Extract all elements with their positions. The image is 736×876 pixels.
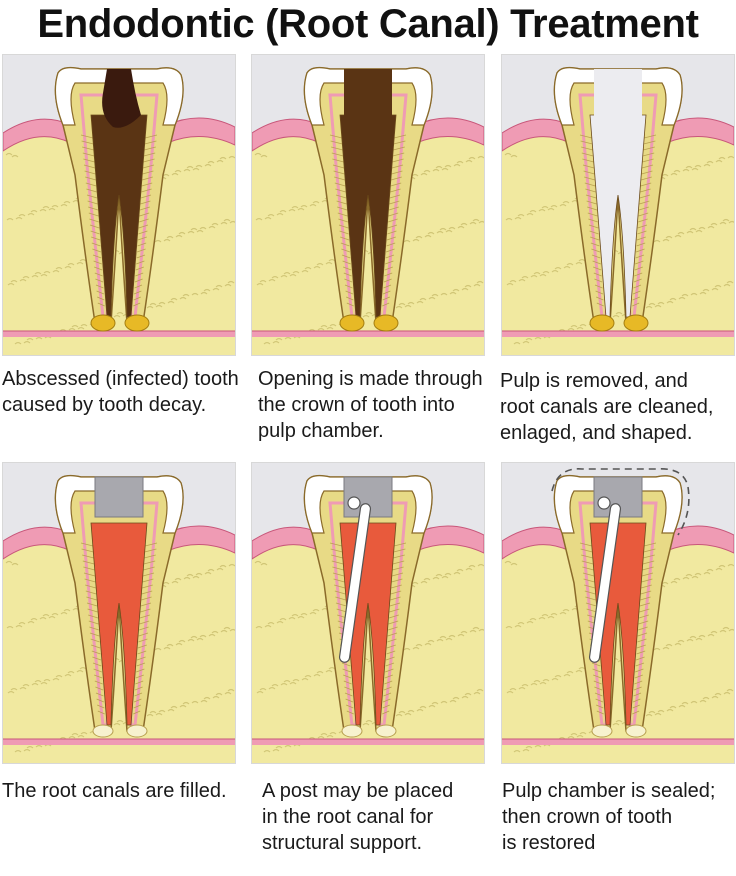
caption-line: the crown of tooth into: [258, 394, 455, 416]
gum-line-bottom: [502, 739, 734, 745]
caption-step-5: A post may be placed in the root canal f…: [262, 778, 502, 856]
gum-right: [166, 525, 235, 554]
dentin-tubules: [579, 134, 657, 307]
gum-line-bottom: [3, 331, 235, 337]
gum-right: [415, 117, 484, 146]
abscess-right: [124, 314, 150, 332]
bone-left: [3, 539, 73, 763]
caption-line: is restored: [502, 832, 596, 854]
tooth-illustration-1: [3, 55, 235, 355]
gum-line-bottom: [3, 739, 235, 745]
gum-line-bottom: [252, 331, 484, 337]
abscess-left: [339, 314, 365, 332]
dentin-tubules: [80, 134, 158, 307]
caption-line: in the root canal for: [262, 806, 434, 828]
caption-step-6: Pulp chamber is sealed; then crown of to…: [502, 778, 736, 856]
caption-line: pulp chamber.: [258, 420, 384, 442]
temporary-seal: [94, 476, 144, 518]
bone-right: [664, 130, 734, 355]
bone-left: [502, 131, 572, 355]
tooth-illustration-6: [502, 463, 734, 763]
post-head: [347, 496, 361, 510]
post: [338, 503, 372, 663]
panel-opening-made: [251, 54, 485, 356]
gum-line-bottom: [502, 331, 734, 337]
page-title: Endodontic (Root Canal) Treatment: [37, 2, 699, 46]
bone-right: [664, 538, 734, 763]
healed-tip-right: [625, 724, 647, 738]
panel-pulp-removed: [501, 54, 735, 356]
decay-cavity: [102, 69, 141, 128]
tooth-illustration-4: [3, 463, 235, 763]
abscess-left: [90, 314, 116, 332]
caption-step-1: Abscessed (infected) tooth caused by too…: [2, 366, 242, 418]
abscess-right: [373, 314, 399, 332]
caption-line: Pulp is removed, and: [500, 370, 688, 392]
bone-right: [414, 538, 484, 763]
access-opening: [344, 69, 392, 117]
pulp-canal: [589, 114, 647, 318]
bone-left: [3, 131, 73, 355]
bone-right: [165, 538, 235, 763]
tooth-illustration-3: [502, 55, 734, 355]
caption-step-2: Opening is made through the crown of too…: [258, 366, 498, 444]
panel-post-placed: [251, 462, 485, 764]
gum-right: [665, 117, 734, 146]
caption-step-3: Pulp is removed, and root canals are cle…: [500, 368, 736, 446]
gum-right: [665, 525, 734, 554]
bone-left: [252, 539, 322, 763]
caption-line: enlaged, and shaped.: [500, 422, 693, 444]
tooth-enamel: [54, 67, 184, 126]
caption-line: A post may be placed: [262, 780, 454, 802]
post-head: [597, 496, 611, 510]
pulp-canal: [339, 114, 397, 318]
caption-line: Pulp chamber is sealed;: [502, 780, 716, 802]
pulp-canal: [90, 522, 148, 726]
caption-line: Opening is made through: [258, 368, 483, 390]
bone-left: [502, 539, 572, 763]
tooth-illustration-2: [252, 55, 484, 355]
dentin-tubules: [80, 542, 158, 715]
tooth-illustration-5: [252, 463, 484, 763]
panel-canals-filled: [2, 462, 236, 764]
dentin-tubules: [329, 134, 407, 307]
healed-tip-right: [375, 724, 397, 738]
panel-abscessed-tooth: [2, 54, 236, 356]
bone-left: [252, 131, 322, 355]
healed-tip-left: [591, 724, 613, 738]
abscess-right: [623, 314, 649, 332]
bone-right: [165, 130, 235, 355]
caption-line: Abscessed (infected) tooth: [2, 368, 239, 390]
access-opening: [594, 69, 642, 117]
caption-line: caused by tooth decay.: [2, 394, 207, 416]
healed-tip-left: [341, 724, 363, 738]
healed-tip-left: [92, 724, 114, 738]
caption-line: root canals are cleaned,: [500, 396, 714, 418]
caption-line: The root canals are filled.: [2, 780, 227, 802]
gum-right: [166, 117, 235, 146]
caption-step-4: The root canals are filled.: [2, 778, 252, 804]
caption-line: then crown of tooth: [502, 806, 673, 828]
abscess-left: [589, 314, 615, 332]
crown-outline: [551, 468, 690, 536]
caption-line: structural support.: [262, 832, 423, 854]
healed-tip-right: [126, 724, 148, 738]
gum-right: [415, 525, 484, 554]
panel-crown-restored: [501, 462, 735, 764]
pulp-canal: [90, 114, 148, 318]
gum-line-bottom: [252, 739, 484, 745]
bone-right: [414, 130, 484, 355]
post: [588, 503, 622, 663]
